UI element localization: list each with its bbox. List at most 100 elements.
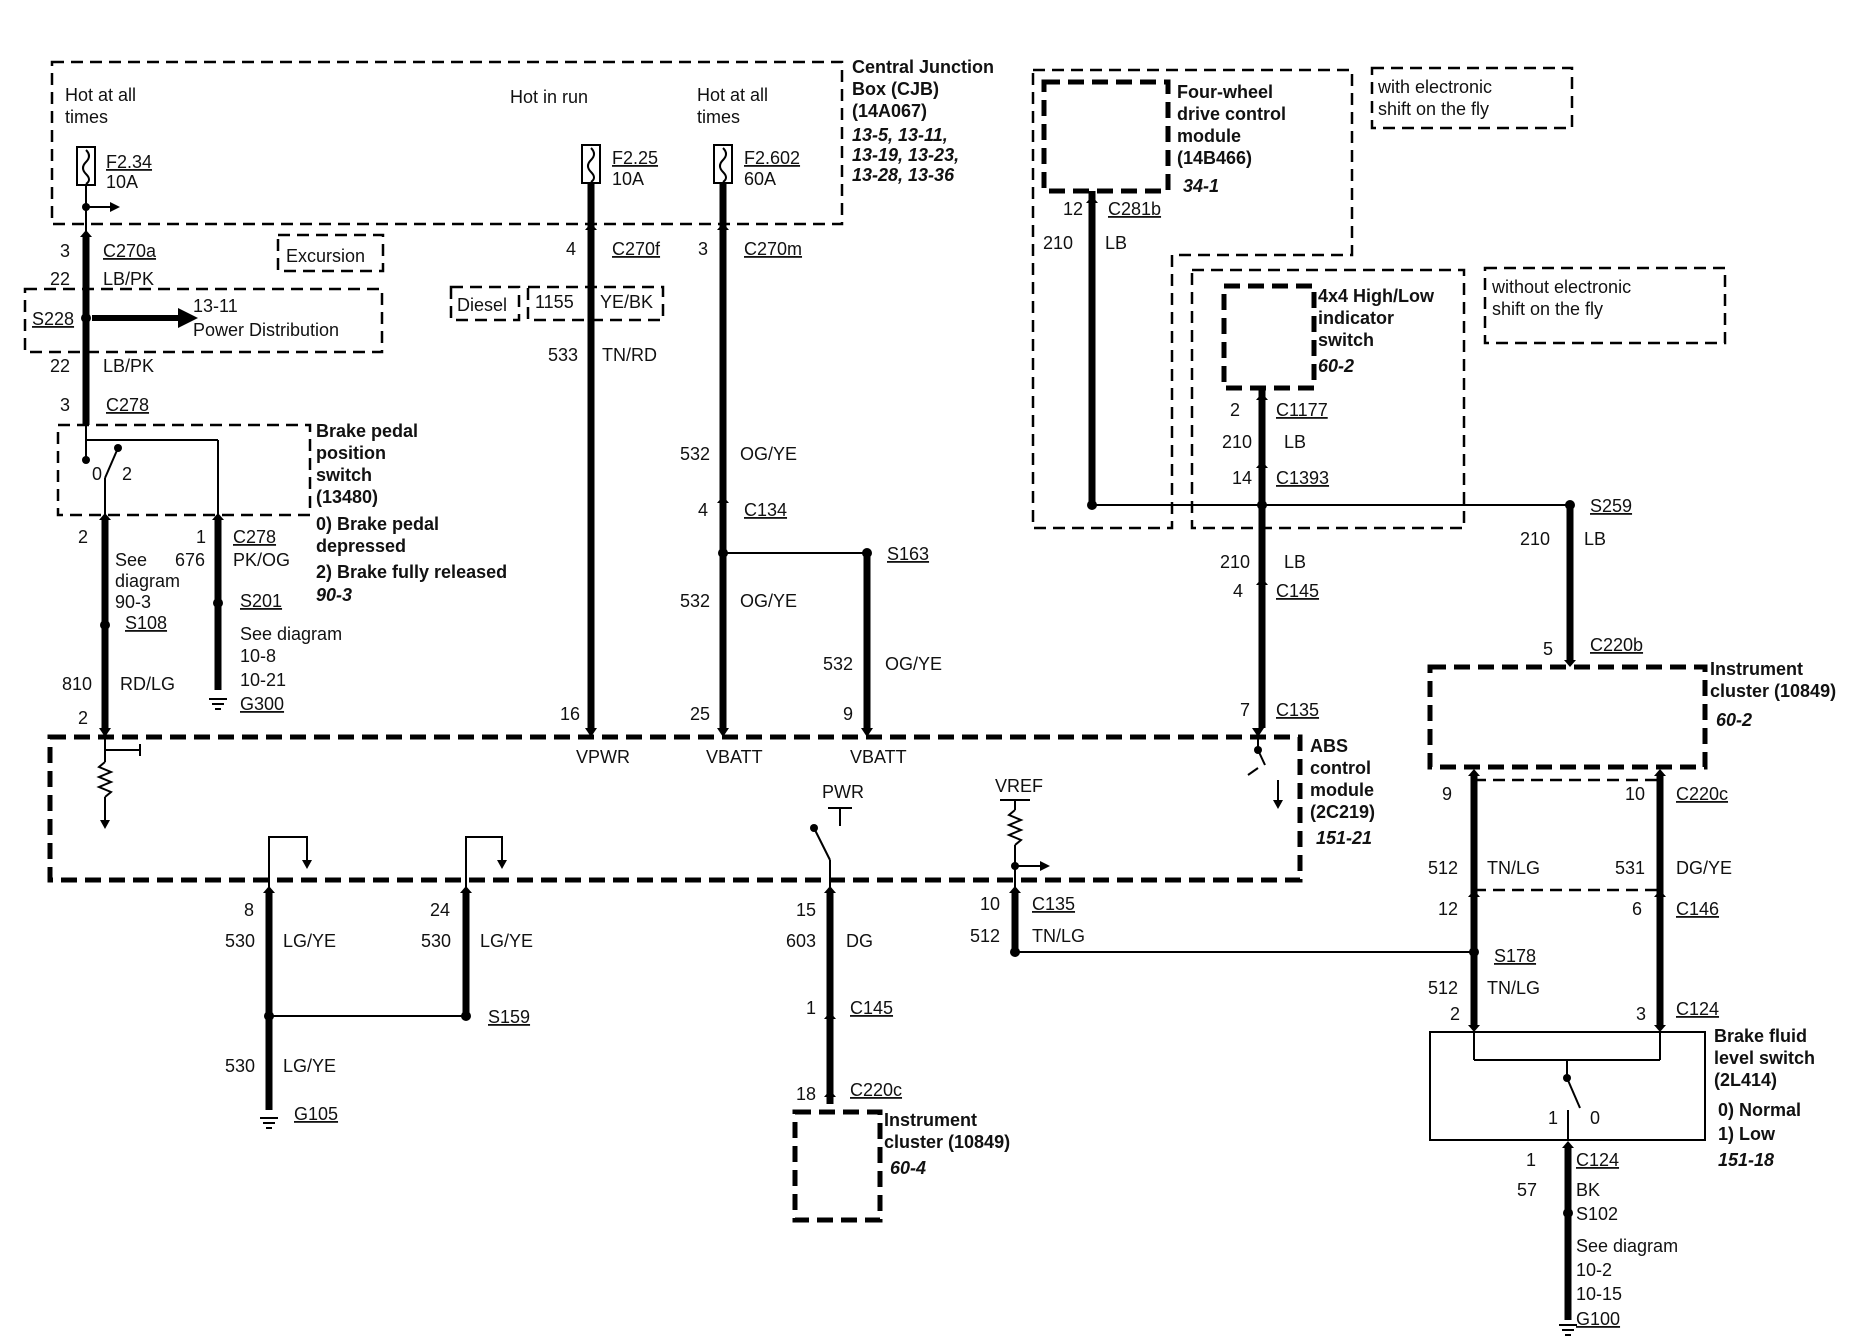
circ-lb3-num: 210 (1220, 552, 1250, 572)
splice-s108: S108 (125, 613, 167, 633)
pin-2c: 2 (1230, 400, 1240, 420)
circ-tnlg1-num: 512 (970, 926, 1000, 946)
hilo-ref: 60-2 (1318, 356, 1354, 376)
splice-s159: S159 (488, 1007, 530, 1027)
brake-switch-state0-b: depressed (316, 536, 406, 556)
excursion-option-box (276, 233, 385, 273)
conn-c124b: C124 (1576, 1150, 1619, 1170)
power-dist-label: Power Distribution (193, 320, 339, 340)
abs-name-1: ABS (1310, 736, 1348, 756)
fuse-icon (713, 144, 733, 184)
splice-s201: S201 (240, 591, 282, 611)
fuse-f225-rating: 10A (612, 169, 644, 189)
fluid-switch-name-2: level switch (1714, 1048, 1815, 1068)
circ-lbpk1-num: 22 (50, 269, 70, 289)
see-diagram-2-ref1: 10-8 (240, 646, 276, 666)
cjb-refs-2: 13-19, 13-23, (852, 145, 959, 165)
brake-switch-part: (13480) (316, 487, 378, 507)
fuse-f2602-id: F2.602 (744, 148, 800, 168)
pin-7: 7 (1240, 700, 1250, 720)
ic-bottom-name-1: Instrument (884, 1110, 977, 1130)
circ-lb1-num: 210 (1043, 233, 1073, 253)
conn-c124a: C124 (1676, 999, 1719, 1019)
pin-15: 15 (796, 900, 816, 920)
ic-right-name-1: Instrument (1710, 659, 1803, 679)
conn-c220b: C220b (1590, 635, 1643, 655)
brake-switch-name-3: switch (316, 465, 372, 485)
pin-2a: 2 (78, 527, 88, 547)
see-diagram-3-ref2: 10-15 (1576, 1284, 1622, 1304)
power-dist-ref: 13-11 (193, 296, 238, 316)
circ-lbpk1-color: LB/PK (103, 269, 154, 289)
circ-lb3-color: LB (1284, 552, 1306, 572)
four-wd-name-1: Four-wheel (1177, 82, 1273, 102)
power-dist-box (23, 287, 384, 354)
abs-pwr: PWR (822, 782, 864, 802)
cjb-refs-3: 13-28, 13-36 (852, 165, 955, 185)
circ-lgye2-num: 530 (421, 931, 451, 951)
pin-1b: 1 (806, 998, 816, 1018)
with-esof-2: shift on the fly (1378, 99, 1489, 119)
cjb-name-2: Box (CJB) (852, 79, 939, 99)
pin-4a: 4 (566, 239, 576, 259)
circ-rdlg-num: 810 (62, 674, 92, 694)
circ-lb4-color: LB (1584, 529, 1606, 549)
conn-c278a: C278 (106, 395, 149, 415)
without-esof-box (1483, 266, 1727, 345)
pin-6: 6 (1632, 899, 1642, 919)
hot-all-times-1b: times (65, 107, 108, 127)
pin-24: 24 (430, 900, 450, 920)
circ-ogye1-color: OG/YE (740, 444, 797, 464)
circ-yebk-color: YE/BK (600, 292, 653, 312)
ground-g105: G105 (294, 1104, 338, 1124)
hilo-name-3: switch (1318, 330, 1374, 350)
brake-switch-pos2: 2 (122, 464, 132, 484)
splice-s259: S259 (1590, 496, 1632, 516)
abs-ref: 151-21 (1316, 828, 1372, 848)
resistor-icon (1006, 809, 1024, 846)
four-wd-ref: 34-1 (1183, 176, 1219, 196)
circ-lgye1-num: 530 (225, 931, 255, 951)
circ-lgye3-color: LG/YE (283, 1056, 336, 1076)
abs-vbatt-1: VBATT (706, 747, 763, 767)
fluid-switch-name-1: Brake fluid (1714, 1026, 1807, 1046)
arrow-right-icon (178, 308, 198, 328)
pin-12a: 12 (1063, 199, 1083, 219)
circ-ogye1-num: 532 (680, 444, 710, 464)
circ-dg-num: 603 (786, 931, 816, 951)
splice-s228: S228 (32, 309, 74, 329)
circ-lgye1-color: LG/YE (283, 931, 336, 951)
instrument-cluster-right-box (1427, 664, 1708, 770)
circ-tnrd-num: 533 (548, 345, 578, 365)
abs-part: (2C219) (1310, 802, 1375, 822)
ic-bottom-name-2: cluster (10849) (884, 1132, 1010, 1152)
ground-icon (209, 698, 227, 710)
with-esof-box (1370, 66, 1574, 130)
circ-ogye2-num: 532 (680, 591, 710, 611)
circ-tnrd-color: TN/RD (602, 345, 657, 365)
circ-lb1-color: LB (1105, 233, 1127, 253)
pin-5: 5 (1543, 639, 1553, 659)
hot-all-times-1a: Hot at all (65, 85, 136, 105)
see-diagram-1-a: See (115, 550, 147, 570)
see-diagram-3-ref1: 10-2 (1576, 1260, 1612, 1280)
pin-16: 16 (560, 704, 580, 724)
circ-lbpk2-color: LB/PK (103, 356, 154, 376)
pin-10a: 10 (980, 894, 1000, 914)
resistor-icon (96, 761, 114, 798)
ground-g300: G300 (240, 694, 284, 714)
hilo-name-1: 4x4 High/Low (1318, 286, 1435, 306)
abs-module-box (47, 734, 1303, 883)
ground-g100: G100 (1576, 1309, 1620, 1329)
hilo-switch-box (1221, 283, 1317, 391)
abs-name-2: control (1310, 758, 1371, 778)
circ-lb4-num: 210 (1520, 529, 1550, 549)
pin-1a: 1 (196, 527, 206, 547)
pin-9a: 9 (843, 704, 853, 724)
circ-lgye2-color: LG/YE (480, 931, 533, 951)
fuse-f234-rating: 10A (106, 172, 138, 192)
circ-dgye-color: DG/YE (1676, 858, 1732, 878)
splice-s163: S163 (887, 544, 929, 564)
without-esof-1: without electronic (1491, 277, 1631, 297)
ic-bottom-ref: 60-4 (890, 1158, 926, 1178)
